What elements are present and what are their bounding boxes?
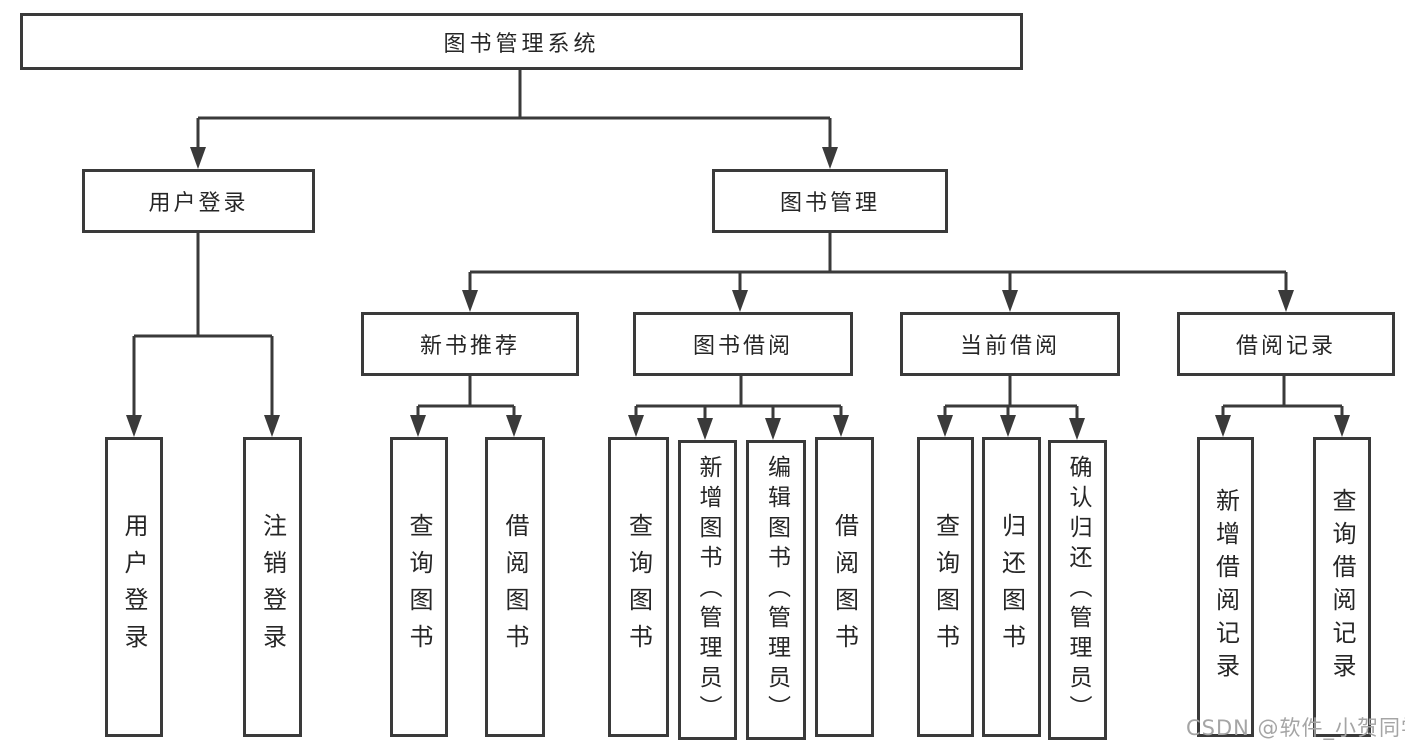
node-book-borrowing: 图书借阅 (633, 312, 853, 376)
leaf-query-books-recommend-label: 查询图书 (405, 513, 433, 661)
leaf-add-borrow-record: 新增借阅记录 (1197, 437, 1254, 737)
node-current-borrowing-label: 当前借阅 (959, 334, 1060, 359)
node-root-label: 图书管理系统 (443, 31, 600, 57)
node-borrowing-records-label: 借阅记录 (1235, 334, 1336, 359)
node-user-login-label: 用户登录 (148, 191, 249, 216)
leaf-add-books-admin-label: 新增图书（管理员） (695, 455, 721, 725)
node-new-book-recommend: 新书推荐 (361, 312, 579, 376)
leaf-edit-books-admin: 编辑图书（管理员） (746, 440, 806, 740)
leaf-borrow-books-borrowing-label: 借阅图书 (830, 513, 859, 661)
leaf-borrow-books-recommend-label: 借阅图书 (501, 513, 529, 661)
node-root: 图书管理系统 (20, 13, 1023, 70)
node-book-management-label: 图书管理 (779, 191, 880, 216)
node-new-book-recommend-label: 新书推荐 (419, 334, 520, 359)
leaf-confirm-return-admin: 确认归还（管理员） (1048, 440, 1107, 740)
leaf-edit-books-admin-label: 编辑图书（管理员） (763, 455, 790, 725)
leaf-query-books-recommend: 查询图书 (390, 437, 448, 737)
leaf-add-books-admin: 新增图书（管理员） (678, 440, 737, 740)
leaf-user-login: 用户登录 (105, 437, 163, 737)
leaf-query-borrow-record-label: 查询借阅记录 (1328, 488, 1356, 686)
node-book-borrowing-label: 图书借阅 (692, 334, 793, 359)
leaf-query-books-current-label: 查询图书 (931, 513, 960, 661)
leaf-query-books-current: 查询图书 (917, 437, 974, 737)
leaf-query-books-borrowing-label: 查询图书 (624, 513, 653, 661)
leaf-borrow-books-recommend: 借阅图书 (485, 437, 545, 737)
leaf-query-borrow-record: 查询借阅记录 (1313, 437, 1371, 737)
leaf-logout-label: 注销登录 (258, 513, 287, 661)
leaf-return-books-label: 归还图书 (997, 513, 1026, 661)
node-book-management: 图书管理 (712, 169, 948, 233)
leaf-confirm-return-admin-label: 确认归还（管理员） (1065, 455, 1091, 725)
leaf-query-books-borrowing: 查询图书 (608, 437, 669, 737)
watermark: CSDN @软件_小贺同学 (1186, 716, 1405, 740)
node-borrowing-records: 借阅记录 (1177, 312, 1395, 376)
leaf-logout: 注销登录 (243, 437, 302, 737)
leaf-borrow-books-borrowing: 借阅图书 (815, 437, 874, 737)
leaf-add-borrow-record-label: 新增借阅记录 (1211, 488, 1240, 686)
leaf-return-books: 归还图书 (982, 437, 1041, 737)
node-user-login: 用户登录 (82, 169, 315, 233)
node-current-borrowing: 当前借阅 (900, 312, 1120, 376)
leaf-user-login-label: 用户登录 (120, 513, 148, 661)
